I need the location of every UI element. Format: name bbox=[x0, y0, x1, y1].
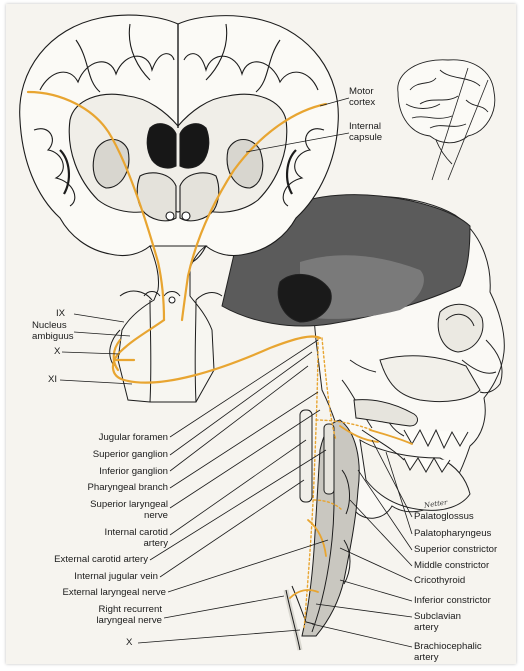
label-right-recurrent-laryngeal-nerve-line2: laryngeal nerve bbox=[96, 615, 162, 626]
label-inferior-constrictor: Inferior constrictor bbox=[414, 595, 491, 606]
label-subclavian-artery-line1: Subclavian bbox=[414, 611, 461, 622]
label-internal-capsule-line2: capsule bbox=[349, 132, 382, 143]
label-cricothyroid: Cricothyroid bbox=[414, 575, 465, 586]
label-x-upper: X bbox=[54, 346, 60, 357]
label-subclavian-artery-line2: artery bbox=[414, 622, 461, 633]
label-nucleus-ambiguus-line1: Nucleus bbox=[32, 320, 74, 331]
label-jugular-foramen: Jugular foramen bbox=[99, 432, 168, 443]
label-palatopharyngeus: Palatopharyngeus bbox=[414, 528, 491, 539]
brainstem-medulla bbox=[110, 246, 222, 402]
label-external-carotid-artery: External carotid artery bbox=[54, 554, 148, 565]
label-ix: IX bbox=[56, 308, 65, 319]
label-internal-carotid-artery: Internal carotid artery bbox=[105, 527, 168, 549]
label-internal-carotid-artery-line1: Internal carotid bbox=[105, 527, 168, 538]
label-external-laryngeal-nerve: External laryngeal nerve bbox=[63, 587, 166, 598]
label-right-recurrent-laryngeal-nerve-line1: Right recurrent bbox=[96, 604, 162, 615]
label-right-recurrent-laryngeal-nerve: Right recurrent laryngeal nerve bbox=[96, 604, 162, 626]
label-brachiocephalic-artery: Brachiocephalic artery bbox=[414, 641, 482, 663]
label-motor-cortex-line2: cortex bbox=[349, 97, 375, 108]
label-brachiocephalic-artery-line2: artery bbox=[414, 652, 482, 663]
label-superior-constrictor: Superior constrictor bbox=[414, 544, 497, 555]
label-x-lower: X bbox=[126, 637, 132, 648]
label-internal-jugular-vein: Internal jugular vein bbox=[74, 571, 158, 582]
brain-coronal-section bbox=[20, 15, 339, 264]
label-superior-laryngeal-nerve: Superior laryngeal nerve bbox=[90, 499, 168, 521]
label-middle-constrictor: Middle constrictor bbox=[414, 560, 489, 571]
label-internal-carotid-artery-line2: artery bbox=[105, 538, 168, 549]
label-brachiocephalic-artery-line1: Brachiocephalic bbox=[414, 641, 482, 652]
label-palatoglossus: Palatoglossus bbox=[414, 511, 474, 522]
label-superior-ganglion: Superior ganglion bbox=[93, 449, 168, 460]
label-inferior-ganglion: Inferior ganglion bbox=[99, 466, 168, 477]
label-xi: XI bbox=[48, 374, 57, 385]
label-pharyngeal-branch: Pharyngeal branch bbox=[87, 482, 168, 493]
label-superior-laryngeal-nerve-line1: Superior laryngeal bbox=[90, 499, 168, 510]
label-motor-cortex-line1: Motor bbox=[349, 86, 375, 97]
label-nucleus-ambiguus: Nucleus ambiguus bbox=[32, 320, 74, 342]
label-superior-laryngeal-nerve-line2: nerve bbox=[90, 510, 168, 521]
label-motor-cortex: Motor cortex bbox=[349, 86, 375, 108]
label-nucleus-ambiguus-line2: ambiguus bbox=[32, 331, 74, 342]
label-internal-capsule: Internal capsule bbox=[349, 121, 382, 143]
label-internal-capsule-line1: Internal bbox=[349, 121, 382, 132]
label-subclavian-artery: Subclavian artery bbox=[414, 611, 461, 633]
inset-brain bbox=[398, 60, 495, 180]
